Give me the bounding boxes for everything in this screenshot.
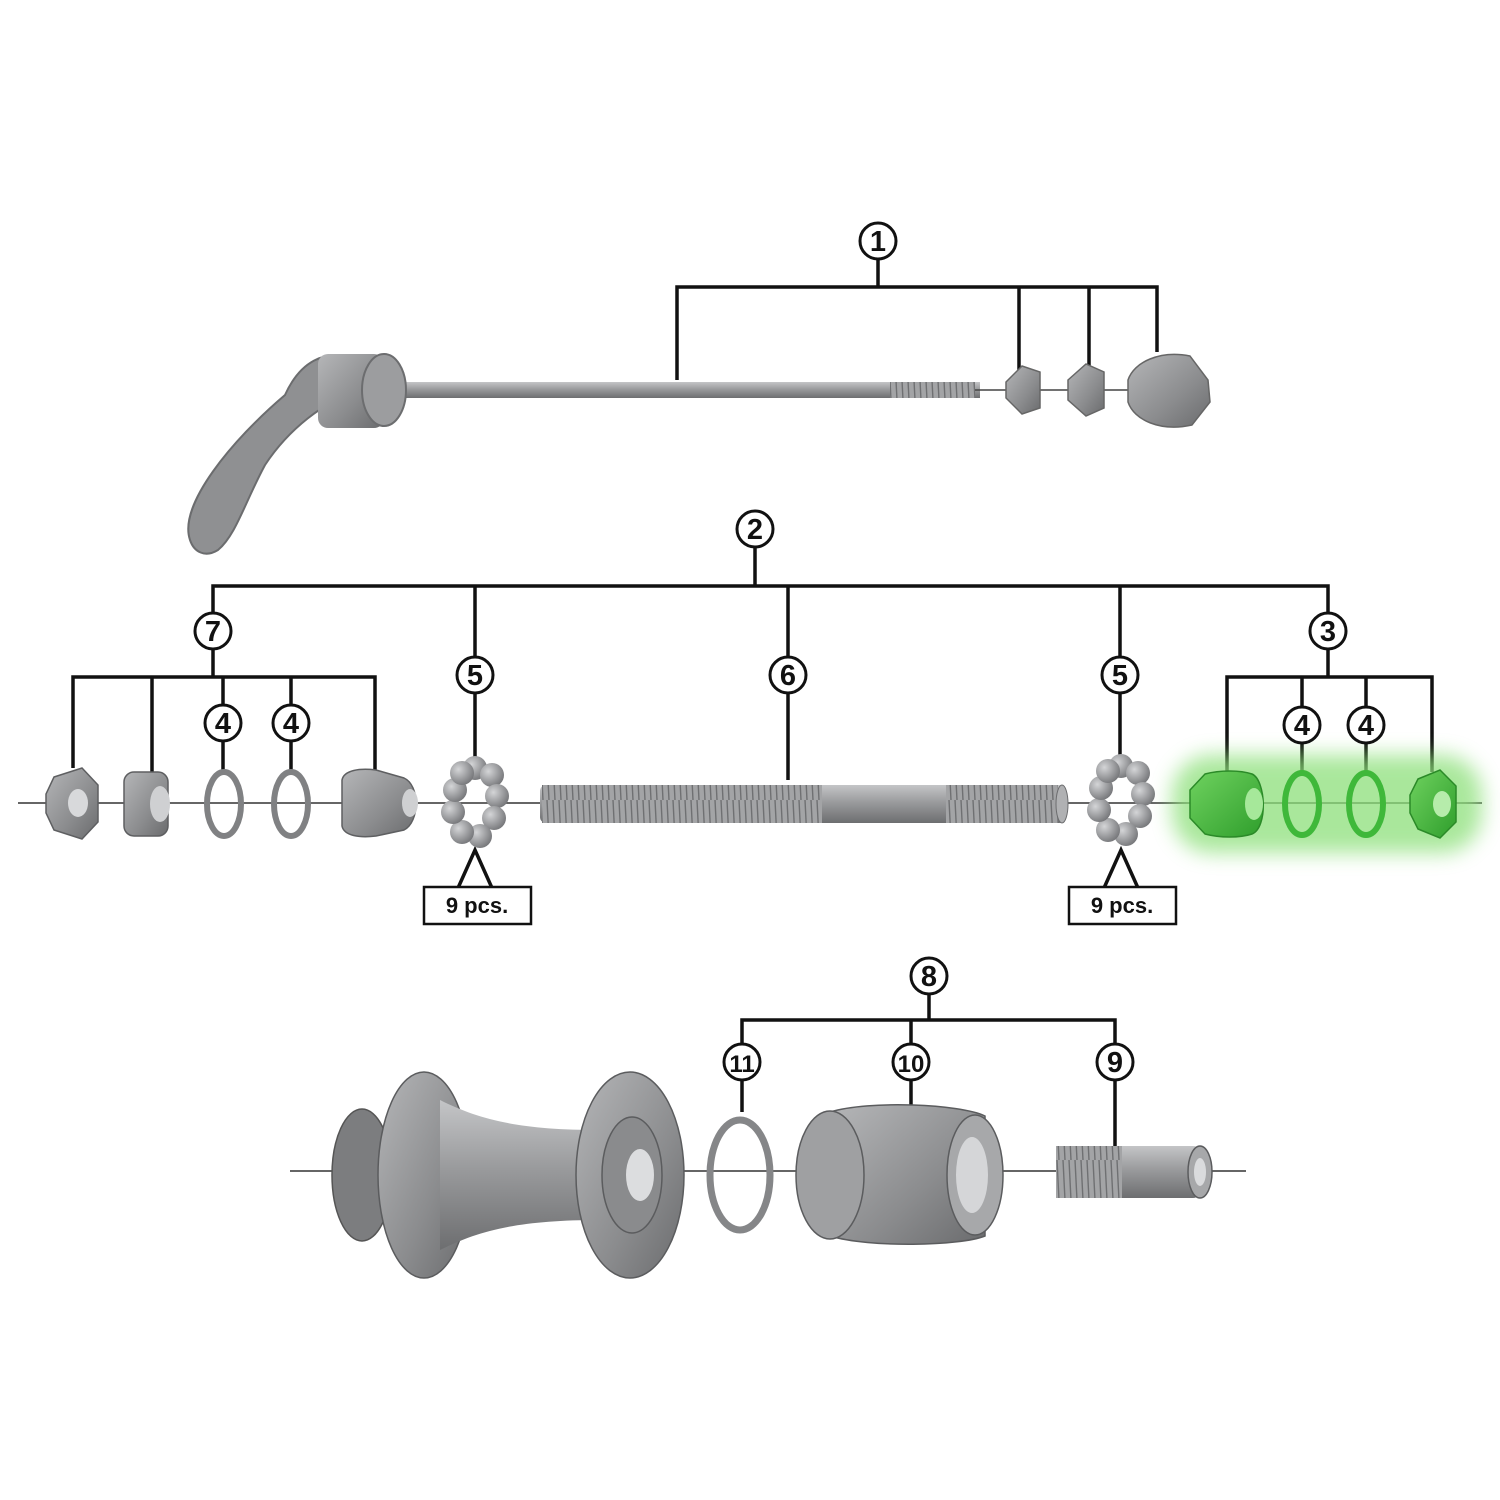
right-quantity-label: 9 pcs. <box>1091 893 1153 918</box>
skewer-rod <box>390 382 980 398</box>
callout-4-right-2: 4 <box>1346 705 1386 745</box>
callout-6: 6 <box>768 655 808 695</box>
callout-9: 9 <box>1095 1042 1135 1082</box>
callout-4-right-1: 4 <box>1282 705 1322 745</box>
hub-axle <box>540 784 1069 824</box>
svg-text:4: 4 <box>215 708 231 740</box>
right-lock-nut <box>1409 769 1457 839</box>
callout-11: 11 <box>722 1042 762 1082</box>
callout-2: 2 <box>735 509 775 549</box>
svg-text:5: 5 <box>1112 660 1128 692</box>
hub-body <box>440 1100 600 1250</box>
svg-text:1: 1 <box>870 226 886 258</box>
left-quantity-box: 9 pcs. <box>422 885 533 926</box>
skewer-thread <box>890 382 975 398</box>
svg-text:3: 3 <box>1320 616 1336 648</box>
callout-1: 1 <box>858 221 898 261</box>
hub-shell <box>331 1071 685 1279</box>
left-lock-nut <box>45 767 99 840</box>
leader-lines <box>71 258 1434 1146</box>
svg-text:4: 4 <box>283 708 299 740</box>
callout-8: 8 <box>909 956 949 996</box>
highlighted-group-3 <box>1172 755 1482 853</box>
callout-7: 7 <box>193 611 233 651</box>
right-cone <box>1189 770 1264 838</box>
callout-3: 3 <box>1308 611 1348 651</box>
callout-5-left: 5 <box>455 655 495 695</box>
freehub-fixing-bolt <box>1056 1145 1213 1199</box>
freehub-spacer-ring <box>706 1116 774 1234</box>
left-washer-2 <box>271 769 311 839</box>
callout-5-right: 5 <box>1100 655 1140 695</box>
callout-numbers: 1 2 7 3 5 6 5 4 <box>193 221 1386 1082</box>
quick-release-skewer <box>187 353 1211 555</box>
left-spacer <box>123 771 170 837</box>
svg-text:11: 11 <box>729 1051 754 1078</box>
right-washer-1 <box>1282 770 1322 838</box>
svg-text:10: 10 <box>898 1051 925 1078</box>
skewer-adjusting-nut <box>1127 353 1211 428</box>
left-washer-1 <box>204 769 244 839</box>
skewer-spring-2 <box>1067 363 1105 417</box>
freehub-body <box>795 1104 1004 1246</box>
callout-4-left-2: 4 <box>271 703 311 743</box>
svg-text:4: 4 <box>1294 710 1310 742</box>
left-ball-bearings <box>441 756 509 848</box>
left-quantity-label: 9 pcs. <box>446 893 508 918</box>
right-washer-2 <box>1346 770 1386 838</box>
svg-text:2: 2 <box>747 514 763 546</box>
right-ball-bearings <box>1087 754 1155 846</box>
lever-housing-face <box>361 353 407 427</box>
callout-10: 10 <box>891 1042 931 1082</box>
svg-text:9: 9 <box>1107 1047 1123 1079</box>
right-quantity-box: 9 pcs. <box>1067 885 1178 926</box>
callout-4-left-1: 4 <box>203 703 243 743</box>
svg-text:8: 8 <box>921 961 937 993</box>
skewer-spring-1 <box>1005 365 1041 415</box>
svg-text:4: 4 <box>1358 710 1374 742</box>
svg-text:6: 6 <box>780 660 796 692</box>
svg-text:7: 7 <box>205 616 221 648</box>
left-cone <box>341 768 418 838</box>
svg-text:5: 5 <box>467 660 483 692</box>
